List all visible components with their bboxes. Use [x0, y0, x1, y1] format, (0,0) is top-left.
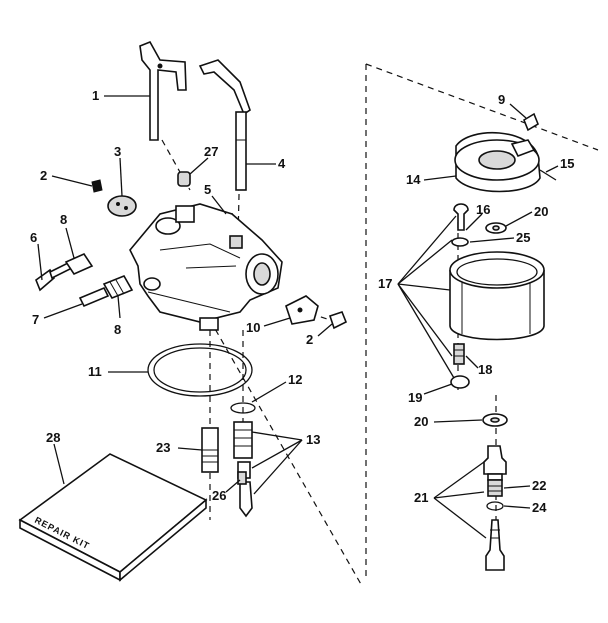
callout-19: 19	[408, 390, 422, 405]
part-28-repair-kit	[18, 453, 208, 582]
callout-24: 24	[532, 500, 547, 515]
part-20-washer-lower	[482, 413, 508, 427]
part-27-plug	[177, 171, 191, 187]
callout-5: 5	[204, 182, 211, 197]
part-24-o-ring	[486, 501, 504, 511]
callout-11: 11	[88, 364, 102, 379]
part-14-float	[454, 131, 541, 193]
callout-28: 28	[46, 430, 60, 445]
part-19-cup	[450, 375, 470, 389]
part-1-throttle-lever	[139, 40, 187, 141]
callout-3: 3	[114, 144, 121, 159]
part-8-spring-upper	[64, 252, 94, 276]
callout-13: 13	[306, 432, 320, 447]
callout-9: 9	[498, 92, 505, 107]
part-10-bracket	[285, 295, 319, 325]
part-20-washer-top	[485, 222, 507, 234]
callout-21: 21	[414, 490, 428, 505]
callout-15: 15	[560, 156, 574, 171]
part-26-spring	[237, 471, 247, 485]
callout-22: 22	[532, 478, 546, 493]
callout-20-top: 20	[534, 204, 548, 219]
part-3-throttle-plate	[107, 195, 137, 217]
part-6-screw	[35, 260, 73, 292]
carburetor-body	[129, 203, 283, 331]
callout-14: 14	[406, 172, 421, 187]
part-18-spring	[453, 343, 465, 365]
callout-1: 1	[92, 88, 99, 103]
part-9-clip	[523, 112, 539, 132]
callout-12: 12	[288, 372, 302, 387]
part-2-screw-top	[91, 179, 103, 193]
callout-8-lower: 8	[114, 322, 121, 337]
part-8-spring-lower	[102, 274, 134, 300]
callout-26: 26	[212, 488, 226, 503]
part-21-bowl-nut-assembly	[483, 445, 507, 481]
part-7-needle	[78, 286, 110, 308]
callout-8-top: 8	[60, 212, 67, 227]
callout-16: 16	[476, 202, 490, 217]
part-13-jet-assembly	[233, 421, 253, 518]
callout-10: 10	[246, 320, 260, 335]
callout-25: 25	[516, 230, 530, 245]
part-15-pin	[539, 169, 557, 181]
callout-17: 17	[378, 276, 392, 291]
part-21-drain-screw	[485, 519, 505, 571]
leader-lines	[37, 95, 559, 539]
callout-7: 7	[32, 312, 39, 327]
callout-2-top: 2	[40, 168, 47, 183]
callout-18: 18	[478, 362, 492, 377]
part-22-spring	[487, 479, 503, 497]
callout-4: 4	[278, 156, 286, 171]
part-25-washer	[451, 237, 469, 247]
part-12-o-ring	[230, 402, 256, 414]
part-4-choke-shaft	[198, 59, 251, 191]
float-bowl	[449, 251, 545, 341]
part-16-needle-valve	[453, 203, 469, 231]
part-2-screw-lower	[328, 311, 348, 330]
callout-27: 27	[204, 144, 218, 159]
callout-20-lower: 20	[414, 414, 428, 429]
part-23-main-jet	[201, 427, 219, 473]
callout-labels: 1 2 3 27 4 5 8 6 7 8 10 2 11 12 23 13 26…	[30, 88, 574, 515]
part-11-gasket	[147, 343, 253, 397]
callout-2-lower: 2	[306, 332, 313, 347]
callout-6: 6	[30, 230, 37, 245]
callout-23: 23	[156, 440, 170, 455]
